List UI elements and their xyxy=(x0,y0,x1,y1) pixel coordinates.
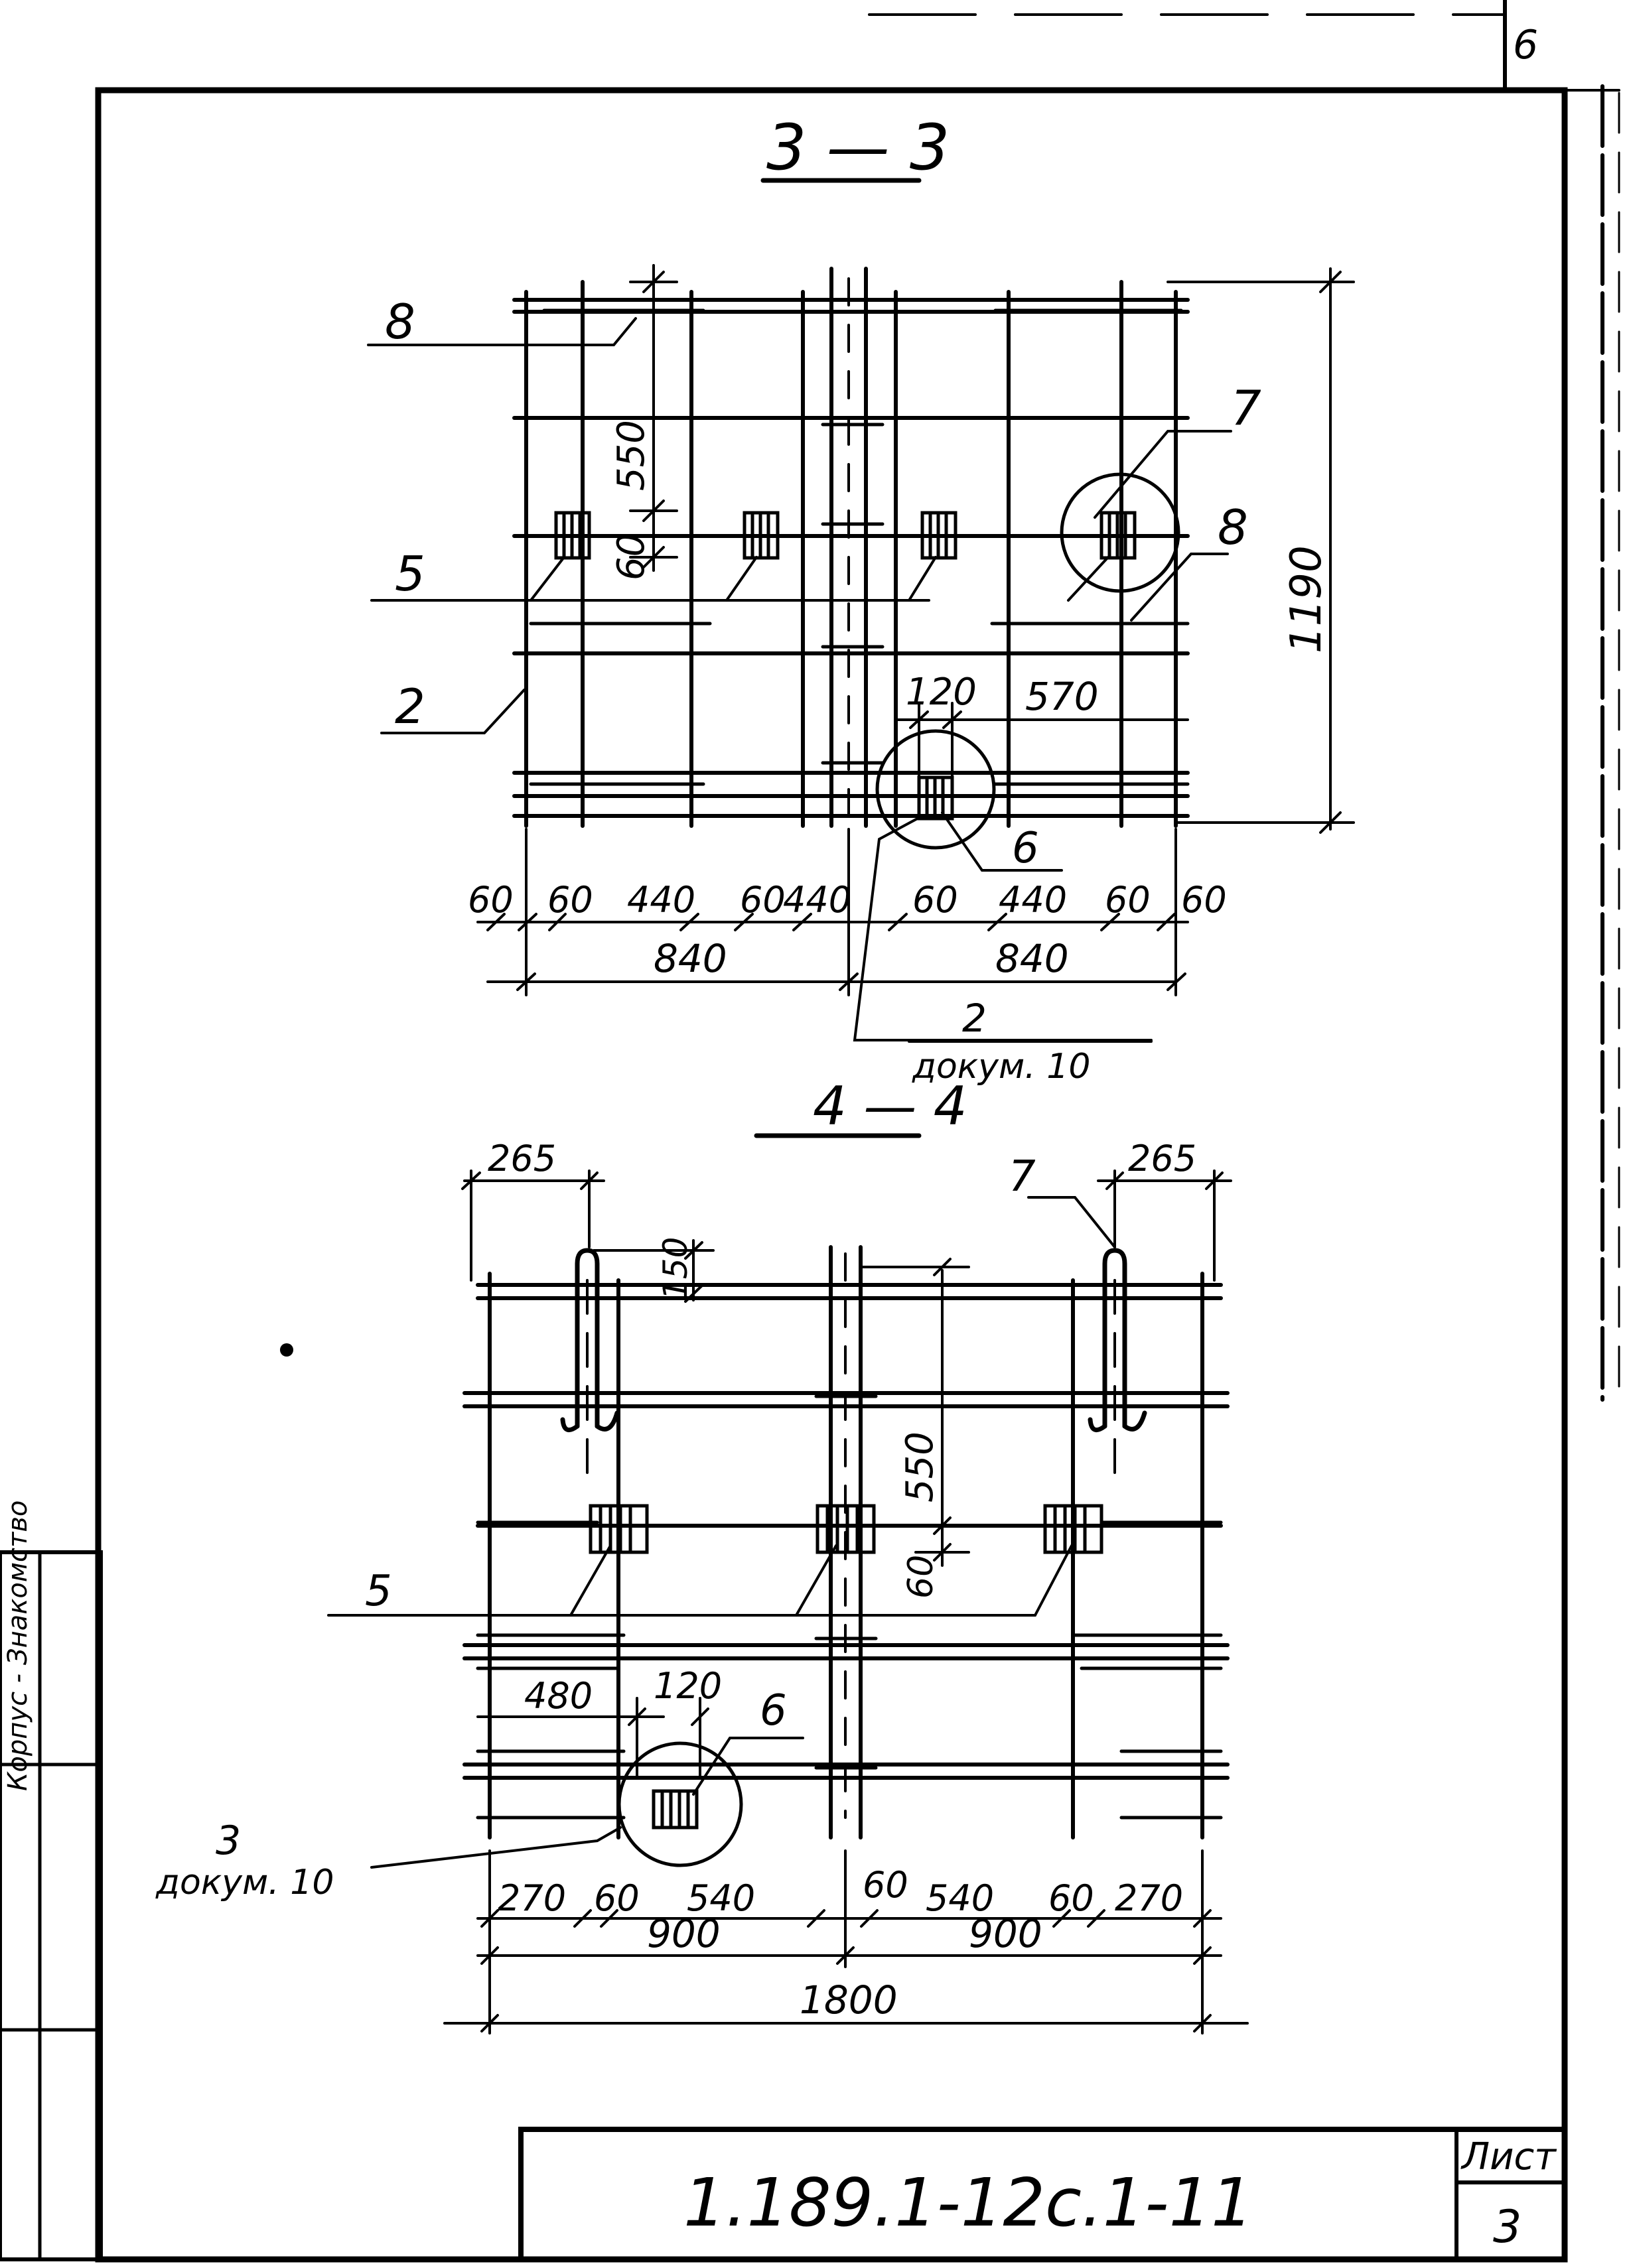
dim-840-right: 840 xyxy=(995,936,1069,981)
dim-bottom-4-4-0: 270 xyxy=(498,1877,566,1919)
ref-number-4-4: 3 xyxy=(216,1818,241,1864)
dim-1800: 1800 xyxy=(800,1977,898,2023)
title-block xyxy=(518,2127,1567,2262)
bottom-dims-4-4: 270 60 540 60 540 60 270 xyxy=(498,1864,1183,1919)
dim-840-left: 840 xyxy=(654,936,727,981)
dim-bottom-4-4-1: 60 xyxy=(594,1877,640,1919)
dim-bottom-4-4-4: 540 xyxy=(926,1877,994,1919)
sheet-label: Лист xyxy=(1460,2135,1557,2178)
dim-bottom-6: 440 xyxy=(999,879,1067,921)
dim-bottom-0: 60 xyxy=(468,879,514,921)
dim-900-right: 900 xyxy=(969,1911,1042,1956)
dim-bottom-2: 440 xyxy=(627,879,695,921)
section-3-3-title: 3 — 3 xyxy=(766,111,950,184)
left-stamp-box xyxy=(0,1550,103,2261)
stud-blocks-3-3 xyxy=(554,511,1137,821)
dim-570: 570 xyxy=(1025,674,1099,719)
callout-5-4-4: 5 xyxy=(365,1567,392,1616)
stud-blocks-4-4 xyxy=(589,1504,1103,1830)
callout-2: 2 xyxy=(395,679,425,734)
dim-bottom-5: 60 xyxy=(912,879,958,921)
ink-dot xyxy=(280,1343,293,1357)
dim-bottom-3: 60 xyxy=(740,879,786,921)
dim-480: 480 xyxy=(524,1675,593,1717)
callout-5: 5 xyxy=(395,546,425,602)
dim-120-4-4: 120 xyxy=(654,1665,722,1707)
dim-265-right: 265 xyxy=(1128,1138,1196,1179)
drawing-designation: 1.189.1-12с.1-11 xyxy=(683,2164,1253,2241)
dim-60: 60 xyxy=(610,533,653,580)
callout-6-4-4: 6 xyxy=(760,1686,787,1735)
left-stamp-text: Корпус - Знакомство xyxy=(3,1501,33,1791)
dim-1190: 1190 xyxy=(1282,545,1331,653)
dim-bottom-4: 440 xyxy=(783,879,851,921)
corner-sheet-number: 6 xyxy=(1513,22,1538,68)
dim-550-4-4: 550 xyxy=(898,1432,942,1502)
ref-doc-4-4: докум. 10 xyxy=(155,1863,334,1902)
callout-7: 7 xyxy=(1231,380,1261,436)
dim-bottom-4-4-3: 60 xyxy=(863,1864,908,1906)
bottom-dims-3-3: 60 60 440 60 440 60 440 60 60 xyxy=(468,879,1227,921)
section-4-4-drawing xyxy=(327,1133,1249,2035)
dim-150: 150 xyxy=(656,1237,695,1300)
dim-550: 550 xyxy=(610,420,653,491)
section-4-4-title: 4 — 4 xyxy=(813,1075,967,1137)
ref-number-3-3: 2 xyxy=(962,996,987,1041)
dim-bottom-1: 60 xyxy=(547,879,593,921)
dim-120: 120 xyxy=(906,671,977,714)
callout-8-right: 8 xyxy=(1218,500,1248,555)
callout-7-4-4: 7 xyxy=(1009,1152,1036,1201)
dim-bottom-7: 60 xyxy=(1105,879,1151,921)
section-3-3-drawing xyxy=(367,178,1355,1043)
callout-8-top: 8 xyxy=(385,294,415,350)
dim-bottom-4-4-2: 540 xyxy=(687,1877,755,1919)
dim-bottom-4-4-6: 270 xyxy=(1115,1877,1183,1919)
dim-bottom-4-4-5: 60 xyxy=(1048,1877,1094,1919)
dim-900-left: 900 xyxy=(647,1911,721,1956)
dim-bottom-8: 60 xyxy=(1181,879,1227,921)
dim-265-left: 265 xyxy=(488,1138,556,1179)
callout-6: 6 xyxy=(1012,824,1039,873)
ref-doc-3-3: докум. 10 xyxy=(912,1047,1090,1087)
dim-60-4-4: 60 xyxy=(901,1555,941,1599)
sheet-number: 3 xyxy=(1493,2201,1522,2253)
